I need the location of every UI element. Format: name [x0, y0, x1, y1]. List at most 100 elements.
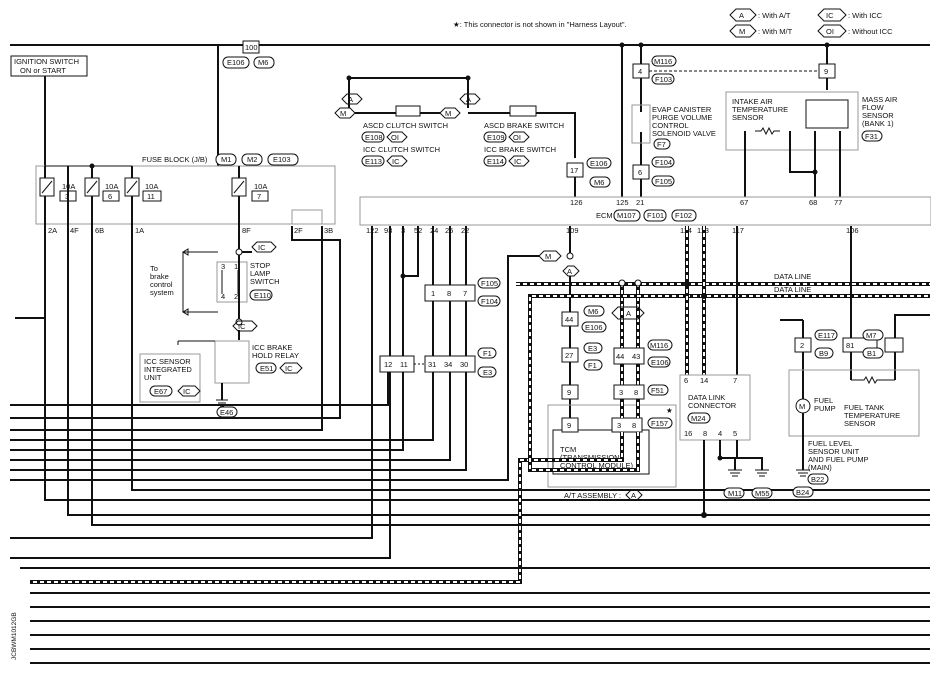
svg-text:SWITCH: SWITCH: [250, 277, 280, 286]
svg-text:IC: IC: [392, 157, 400, 166]
svg-text:M107: M107: [617, 211, 636, 220]
svg-text:F105: F105: [481, 279, 498, 288]
svg-text:TEMPERATURE: TEMPERATURE: [732, 105, 788, 114]
svg-text:A: A: [626, 309, 631, 318]
svg-text:4: 4: [221, 292, 225, 301]
svg-text:M6: M6: [594, 178, 604, 187]
svg-text:SENSOR: SENSOR: [862, 111, 894, 120]
svg-text:SENSOR: SENSOR: [732, 113, 764, 122]
svg-text:E108: E108: [365, 133, 383, 142]
svg-text:106: 106: [846, 226, 859, 235]
svg-text:M7: M7: [866, 331, 876, 340]
svg-text:3: 3: [617, 421, 621, 430]
svg-text:7: 7: [463, 289, 467, 298]
svg-text:M6: M6: [258, 58, 268, 67]
svg-text:E3: E3: [483, 368, 492, 377]
svg-text:ICC CLUTCH SWITCH: ICC CLUTCH SWITCH: [363, 145, 440, 154]
svg-text:ASCD BRAKE SWITCH: ASCD BRAKE SWITCH: [484, 121, 564, 130]
svg-text:F1: F1: [588, 361, 597, 370]
svg-text:MASS AIR: MASS AIR: [862, 95, 898, 104]
svg-text:8: 8: [632, 421, 636, 430]
svg-text:E109: E109: [487, 133, 505, 142]
svg-text:A: A: [466, 95, 471, 104]
ascd-clutch-switch: A A M M ASCD CLUTCH SWITCH E108 OI ICC C…: [334, 75, 481, 167]
svg-text:6: 6: [684, 376, 688, 385]
tcm: 9 TCM (TRANSMISSION CONTROL MODULE) A/T …: [547, 404, 677, 501]
svg-text:IC: IC: [258, 243, 266, 252]
svg-text:E113: E113: [365, 157, 382, 166]
svg-text:HOLD RELAY: HOLD RELAY: [252, 351, 299, 360]
svg-text:1A: 1A: [135, 226, 144, 235]
svg-text:DATA LINK: DATA LINK: [688, 393, 725, 402]
svg-text:IC: IC: [238, 322, 246, 331]
svg-text:10A: 10A: [145, 182, 158, 191]
svg-text:AND FUEL PUMP: AND FUEL PUMP: [808, 455, 869, 464]
svg-text:M2: M2: [247, 155, 257, 164]
svg-text:44: 44: [616, 352, 624, 361]
svg-text:A: A: [631, 491, 636, 500]
svg-text:INTAKE AIR: INTAKE AIR: [732, 97, 773, 106]
svg-text:F157: F157: [651, 419, 668, 428]
svg-text:ICC SENSOR: ICC SENSOR: [144, 357, 191, 366]
svg-text:INTEGRATED: INTEGRATED: [144, 365, 192, 374]
svg-text:A: A: [567, 267, 572, 276]
svg-text:OI: OI: [513, 133, 521, 142]
svg-text:B22: B22: [811, 475, 824, 484]
svg-text:IC: IC: [285, 364, 293, 373]
svg-text:ON or START: ON or START: [20, 66, 66, 75]
svg-text:M24: M24: [691, 414, 706, 423]
svg-text:UNIT: UNIT: [144, 373, 162, 382]
svg-text:control: control: [150, 280, 173, 289]
svg-text:CONTROL MODULE): CONTROL MODULE): [560, 461, 634, 470]
svg-text:A/T ASSEMBLY :: A/T ASSEMBLY :: [564, 491, 621, 500]
svg-text:IC: IC: [826, 11, 834, 20]
svg-text:TCM: TCM: [560, 445, 576, 454]
svg-text:8: 8: [447, 289, 451, 298]
ecm: ECM M107 F101 F102 122 93 3 52 24 25 22 …: [359, 196, 931, 235]
svg-text:2: 2: [800, 341, 804, 350]
svg-text:LAMP: LAMP: [250, 269, 270, 278]
svg-text:PURGE VOLUME: PURGE VOLUME: [652, 113, 712, 122]
svg-text:77: 77: [834, 198, 842, 207]
svg-text:IGNITION SWITCH: IGNITION SWITCH: [14, 57, 79, 66]
svg-text:E106: E106: [590, 159, 608, 168]
svg-text:CONTROL: CONTROL: [652, 121, 689, 130]
svg-text:A: A: [739, 11, 744, 20]
legend: A : With A/T M : With M/T IC : With ICC …: [729, 8, 893, 38]
svg-text:F102: F102: [675, 211, 692, 220]
svg-text:125: 125: [616, 198, 629, 207]
svg-text:3: 3: [221, 262, 225, 271]
svg-text:M6: M6: [588, 307, 598, 316]
svg-text:30: 30: [460, 360, 468, 369]
svg-text:17: 17: [570, 166, 578, 175]
svg-text:E106: E106: [227, 58, 245, 67]
svg-text:31: 31: [428, 360, 436, 369]
icc-brake-hold-relay: ICC BRAKE HOLD RELAY E51 IC E46: [177, 330, 303, 418]
svg-text:3B: 3B: [324, 226, 333, 235]
svg-text:★: ★: [666, 406, 673, 415]
connector-100: 100 E106 M6: [222, 40, 275, 69]
svg-text:E51: E51: [260, 364, 273, 373]
svg-text:8: 8: [634, 388, 638, 397]
svg-text:9: 9: [567, 388, 571, 397]
svg-text:OI: OI: [391, 133, 399, 142]
harness-bottom: [20, 567, 930, 664]
svg-text:OI: OI: [826, 27, 834, 36]
svg-text:B9: B9: [819, 349, 828, 358]
svg-text:21: 21: [636, 198, 644, 207]
svg-text:10A: 10A: [254, 182, 267, 191]
svg-text:M116: M116: [654, 57, 672, 66]
svg-text:A: A: [348, 95, 353, 104]
svg-text:E106: E106: [651, 358, 669, 367]
svg-text:11: 11: [400, 360, 408, 369]
maf-sensor: 9 INTAKE AIR TEMPERATURE SENSOR MASS AIR…: [649, 42, 898, 197]
svg-text:IC: IC: [514, 157, 522, 166]
svg-text:FUEL TANK: FUEL TANK: [844, 403, 884, 412]
svg-text:6: 6: [108, 192, 112, 201]
svg-text:109: 109: [566, 226, 579, 235]
svg-text:F101: F101: [647, 211, 664, 220]
svg-text:68: 68: [809, 198, 817, 207]
svg-text:4: 4: [638, 67, 642, 76]
